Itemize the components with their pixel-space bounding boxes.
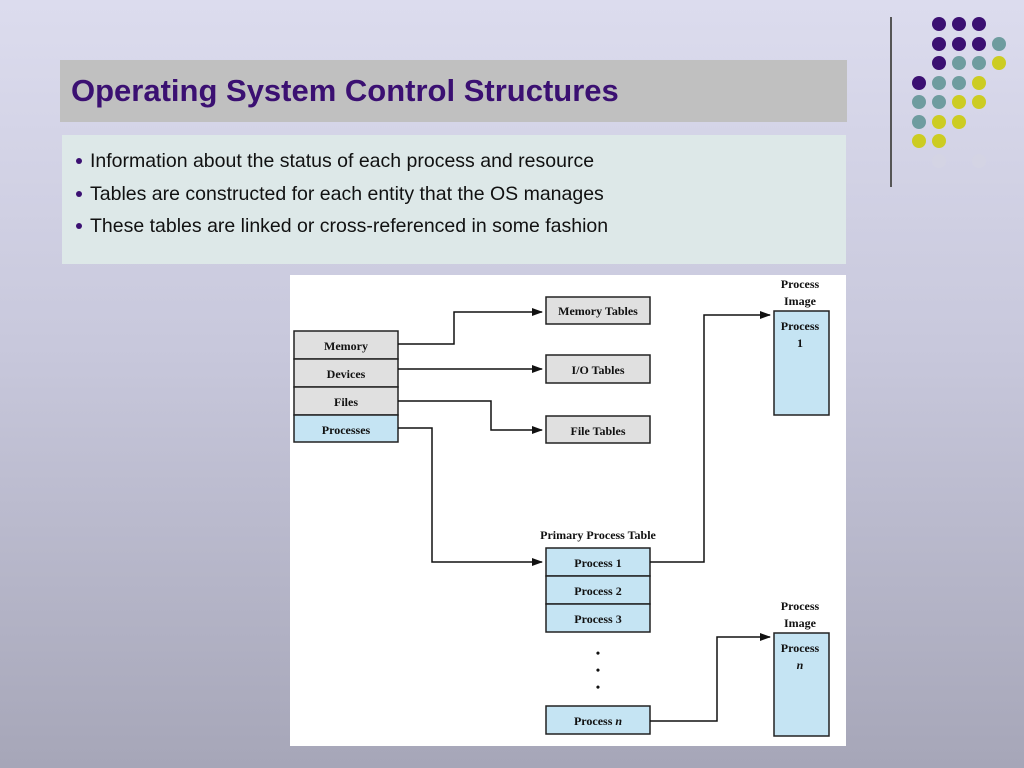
io-tables-label: I/O Tables xyxy=(571,363,624,377)
decorative-dot xyxy=(932,17,946,31)
process-image-n-title: Process xyxy=(781,599,820,613)
process-2-label: Process 2 xyxy=(574,584,621,598)
process-n-to-image-arrow xyxy=(650,633,771,722)
process-1-to-image-arrow xyxy=(650,311,771,563)
decorative-dot xyxy=(972,95,986,109)
decorative-dot xyxy=(912,114,926,129)
decorative-dot xyxy=(972,153,986,168)
decorative-dot xyxy=(952,95,966,109)
decorative-divider xyxy=(890,17,892,187)
devices-cell xyxy=(293,358,399,388)
bullet-item: Tables are constructed for each entity t… xyxy=(74,178,846,211)
process-3-cell xyxy=(545,603,651,633)
decorative-dot xyxy=(932,134,946,148)
decorative-dot xyxy=(972,36,986,51)
primary-process-table: Process 1 Process 2 Process 3 • • • Proc… xyxy=(545,547,651,735)
io-tables-box xyxy=(545,354,651,384)
decorative-dot xyxy=(932,75,946,90)
os-resource-table: Memory Devices Files Processes xyxy=(293,330,399,443)
bullet-item: These tables are linked or cross-referen… xyxy=(74,210,846,243)
decorative-dot xyxy=(932,95,946,109)
process-image-n-subtitle: Image xyxy=(784,616,817,630)
decorative-dot xyxy=(952,75,966,90)
ellipsis-dot: • xyxy=(596,680,600,694)
memory-label: Memory xyxy=(324,339,368,353)
bullet-list: Information about the status of each pro… xyxy=(74,145,846,243)
bullet-text: These tables are linked or cross-referen… xyxy=(90,215,609,237)
decorative-dot xyxy=(972,75,986,90)
memory-to-memory-tables-arrow xyxy=(398,308,543,345)
process-image-1-number: 1 xyxy=(797,336,803,350)
os-control-structures-diagram: Memory Devices Files Processes Memory Ta… xyxy=(293,277,830,737)
decorative-dot xyxy=(932,36,946,51)
process-image-n-box xyxy=(773,632,830,737)
process-2-cell xyxy=(545,575,651,605)
bullet-icon xyxy=(76,190,82,197)
files-to-file-tables-arrow xyxy=(398,400,543,434)
bullet-box: Information about the status of each pro… xyxy=(62,135,846,264)
bullet-text: Tables are constructed for each entity t… xyxy=(90,182,604,205)
file-tables-label: File Tables xyxy=(570,424,625,438)
processes-label: Processes xyxy=(322,423,371,437)
processes-cell xyxy=(293,414,399,443)
devices-label: Devices xyxy=(327,367,366,381)
process-n-label: Process n xyxy=(574,714,622,728)
file-tables-box xyxy=(545,415,651,444)
memory-tables-box xyxy=(545,296,651,325)
decorative-dot xyxy=(992,56,1006,70)
title-bar: Operating System Control Structures xyxy=(60,60,847,122)
decorative-dot xyxy=(972,56,986,70)
process-image-1-content: Process xyxy=(781,319,820,333)
ellipsis-dot: • xyxy=(596,663,600,677)
decorative-dot xyxy=(992,36,1006,51)
files-label: Files xyxy=(334,395,358,409)
process-image-n-content: Process xyxy=(781,641,820,655)
ellipsis-dot: • xyxy=(596,646,600,660)
bullet-icon xyxy=(76,158,82,165)
process-n-cell xyxy=(545,705,651,735)
bullet-text: Information about the status of each pro… xyxy=(90,150,595,172)
process-3-label: Process 3 xyxy=(574,612,621,626)
process-image-1-subtitle: Image xyxy=(784,294,817,308)
bullet-item: Information about the status of each pro… xyxy=(74,145,846,178)
decorative-dot xyxy=(912,134,926,148)
decorative-dot xyxy=(952,36,966,51)
process-image-1-box xyxy=(773,310,830,416)
decorative-dot xyxy=(932,56,946,70)
decorative-dot xyxy=(972,17,986,31)
decorative-dot xyxy=(912,75,926,90)
decorative-dot xyxy=(912,95,926,109)
diagram-panel: Memory Devices Files Processes Memory Ta… xyxy=(290,275,846,746)
decorative-dot xyxy=(952,56,966,70)
bullet-icon xyxy=(76,223,82,230)
process-image-1-title: Process xyxy=(781,277,820,291)
process-1-cell xyxy=(545,547,651,577)
decorative-dot xyxy=(932,153,946,168)
primary-process-table-title: Primary Process Table xyxy=(540,528,656,542)
slide-title: Operating System Control Structures xyxy=(71,73,619,108)
decorative-dot xyxy=(952,17,966,31)
memory-cell xyxy=(293,330,399,360)
memory-tables-label: Memory Tables xyxy=(558,304,638,318)
decorative-dot xyxy=(952,114,966,129)
processes-to-process-table-arrow xyxy=(398,427,543,566)
process-1-label: Process 1 xyxy=(574,556,621,570)
process-image-n-number: n xyxy=(797,658,804,672)
decorative-dot xyxy=(932,114,946,129)
